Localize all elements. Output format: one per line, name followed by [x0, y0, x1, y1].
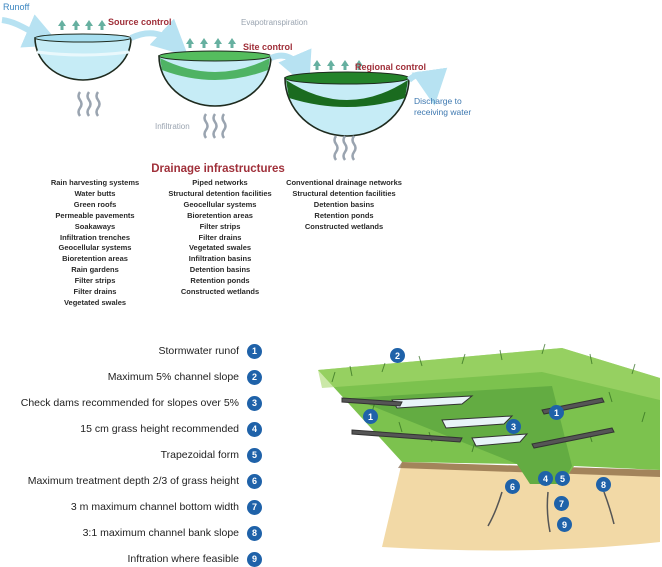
marker-badge: 6	[505, 479, 520, 494]
number-badge: 5	[247, 447, 262, 463]
number-badge: 8	[247, 525, 262, 541]
evapotranspiration-arrows-2	[186, 38, 236, 48]
marker-badge: 9	[557, 517, 572, 532]
list-item: Infiltration trenches	[59, 232, 130, 242]
discharge-line-2: receiving water	[414, 107, 472, 117]
legend-label: 3:1 maximum channel bank slope	[82, 527, 239, 539]
legend-label: 3 m maximum channel bottom width	[70, 501, 239, 513]
runoff-label: Runoff	[3, 2, 30, 12]
legend-label: Inftration where feasible	[127, 553, 239, 565]
list-item: Green roofs	[73, 199, 117, 209]
legend-item: 15 cm grass height recommended 4	[80, 421, 262, 437]
source-control-label: Source control	[108, 17, 172, 27]
check-dam	[471, 433, 529, 447]
list-item: Detention basins	[189, 265, 251, 275]
legend-item: Maximum 5% channel slope 2	[108, 369, 262, 385]
vegetated-swale-illustration	[318, 343, 660, 551]
marker-badge: 4	[538, 471, 553, 486]
list-item: Vegetated swales	[188, 243, 252, 253]
marker-badge: 5	[555, 471, 570, 486]
list-item: Retention ponds	[314, 210, 374, 220]
list-item: Soakaways	[74, 221, 116, 231]
evapotranspiration-label: Evapotranspiration	[241, 18, 308, 27]
flow-arrow-1	[129, 18, 189, 57]
marker-badge: 3	[506, 419, 521, 434]
legend-item: Check dams recommended for slopes over 5…	[21, 395, 262, 411]
legend-label: Maximum treatment depth 2/3 of grass hei…	[27, 475, 239, 487]
list-item: Permeable pavements	[55, 210, 135, 220]
list-item: Retention ponds	[190, 276, 250, 286]
legend-label: Check dams recommended for slopes over 5…	[20, 397, 239, 409]
evapotranspiration-arrows-1	[58, 20, 106, 30]
list-item: Rain gardens	[71, 265, 119, 275]
site-control-list: Piped networks Structural detention faci…	[159, 178, 281, 298]
list-item: Constructed wetlands	[180, 287, 260, 297]
infiltration-label: Infiltration	[155, 122, 190, 131]
legend-item: Stormwater runof 1	[158, 343, 262, 359]
evapotranspiration-arrows-3	[313, 60, 363, 70]
list-item: Water butts	[74, 188, 116, 198]
legend-item: 3 m maximum channel bottom width 7	[71, 499, 262, 515]
list-item: Filter strips	[199, 221, 241, 231]
list-item: Geocellular systems	[58, 243, 132, 253]
site-control-bowl	[158, 50, 272, 107]
legend-item: Inftration where feasible 9	[128, 551, 262, 567]
infiltration-arrows-2	[203, 113, 227, 139]
marker-badge: 1	[549, 405, 564, 420]
number-badge: 4	[247, 421, 262, 437]
marker-badge: 2	[390, 348, 405, 363]
legend-label: 15 cm grass height recommended	[80, 423, 239, 435]
drainage-heading: Drainage infrastructures	[151, 163, 285, 175]
runoff-arrow	[1, 14, 61, 48]
swale-channel	[352, 386, 572, 484]
flow-arrow-2	[269, 48, 312, 89]
number-badge: 1	[247, 343, 262, 359]
legend-item: 3:1 maximum channel bank slope 8	[83, 525, 262, 541]
legend-label: Stormwater runof	[158, 345, 239, 357]
marker-badge: 7	[554, 496, 569, 511]
infiltration-arrows	[487, 491, 615, 533]
discharge-arrow	[406, 67, 448, 106]
number-badge: 3	[247, 395, 262, 411]
marker-badge: 1	[363, 409, 378, 424]
number-badge: 2	[247, 369, 262, 385]
site-control-label: Site control	[243, 42, 293, 52]
list-item: Structural detention facilities	[168, 188, 272, 198]
infiltration-arrows-1	[77, 91, 101, 117]
regional-control-list: Conventional drainage networks Structura…	[282, 178, 406, 233]
source-control-list: Rain harvesting systems Water butts Gree…	[40, 178, 150, 309]
list-item: Structural detention facilities	[292, 188, 396, 198]
regional-control-bowl	[284, 71, 410, 137]
list-item: Detention basins	[313, 199, 375, 209]
soil-layer	[382, 462, 660, 551]
discharge-line-1: Discharge to	[414, 96, 462, 106]
list-item: Bioretention areas	[62, 254, 128, 264]
list-item: Constructed wetlands	[304, 221, 384, 231]
list-item: Piped networks	[192, 178, 248, 187]
regional-control-label: Regional control	[355, 62, 427, 72]
treatment-train-diagram	[1, 14, 448, 161]
legend-item: Trapezoidal form 5	[161, 447, 262, 463]
number-badge: 7	[247, 499, 262, 515]
legend-item: Maximum treatment depth 2/3 of grass hei…	[28, 473, 262, 489]
list-item: Rain harvesting systems	[50, 178, 140, 187]
list-item: Filter drains	[198, 232, 242, 242]
list-item: Geocellular systems	[183, 199, 257, 209]
legend-label: Maximum 5% channel slope	[107, 371, 239, 383]
list-item: Bioretention areas	[187, 210, 253, 220]
source-control-bowl	[34, 33, 132, 81]
list-item: Infiltration basins	[188, 254, 252, 264]
number-badge: 6	[247, 473, 262, 489]
list-item: Filter drains	[73, 287, 117, 297]
list-item: Filter strips	[74, 276, 116, 286]
discharge-label: Discharge to receiving water	[414, 96, 471, 118]
list-item: Conventional drainage networks	[286, 178, 402, 187]
list-item: Vegetated swales	[63, 297, 127, 307]
number-badge: 9	[247, 551, 262, 567]
check-dam	[441, 415, 514, 429]
marker-badge: 8	[596, 477, 611, 492]
legend-label: Trapezoidal form	[160, 449, 239, 461]
infiltration-arrows-3	[333, 135, 357, 161]
